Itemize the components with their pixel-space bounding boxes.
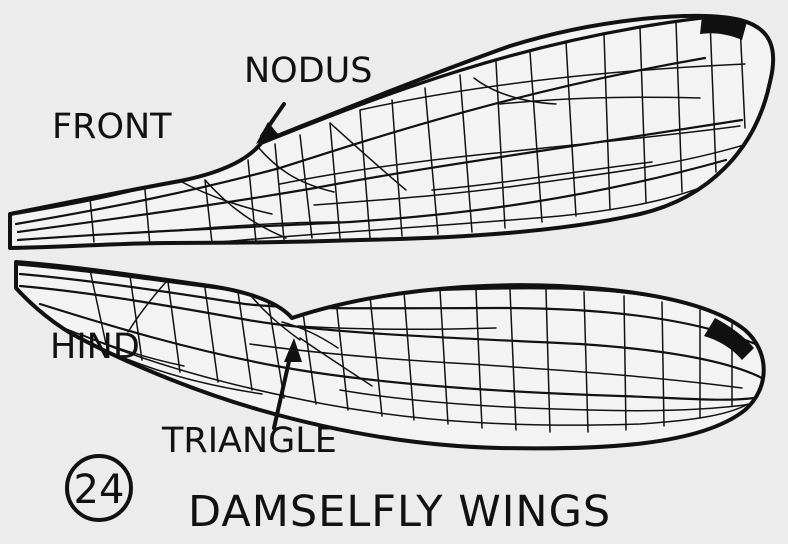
- triangle-label: TRIANGLE: [161, 421, 337, 461]
- hind-label: HIND: [50, 327, 140, 367]
- nodus-label: NODUS: [244, 51, 373, 91]
- front-label: FRONT: [52, 107, 172, 147]
- figure-title: DAMSELFLY WINGS: [188, 487, 611, 537]
- figure-number-badge: 24: [67, 456, 131, 520]
- figure-number: 24: [74, 467, 125, 513]
